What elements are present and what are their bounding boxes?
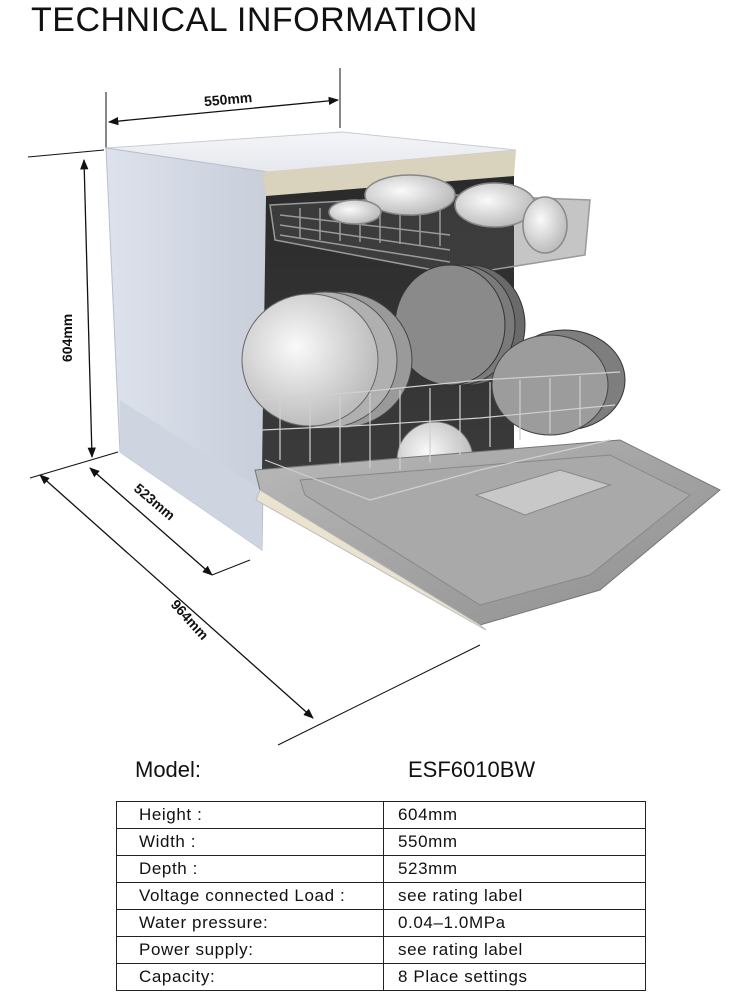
spec-key: Voltage connected Load : (116, 882, 384, 910)
spec-value: 0.04–1.0MPa (383, 909, 646, 937)
width-dimension: 550mm (105, 68, 341, 150)
spec-key: Power supply: (116, 936, 384, 964)
table-row: Power supply: see rating label (116, 936, 646, 964)
depth-open-dimension-label: 964mm (168, 596, 212, 643)
table-row: Voltage connected Load : see rating labe… (116, 882, 646, 910)
model-label: Model: (135, 757, 202, 782)
height-dimension-label: 604mm (59, 314, 75, 362)
spec-key: Depth : (116, 855, 384, 883)
table-row: Water pressure: 0.04–1.0MPa (116, 909, 646, 937)
model-row: Model: ESF6010BW (0, 757, 750, 787)
upper-rack (269, 174, 591, 276)
lower-rack (259, 371, 621, 501)
height-dimension: 604mm (27, 149, 119, 479)
dishwasher-illustration: 550mm 604mm 523mm 964mm (27, 68, 721, 746)
specs-table: Height : 604mm Width : 550mm Depth : 523… (116, 801, 646, 991)
spec-value: see rating label (383, 936, 646, 964)
table-row: Capacity: 8 Place settings (116, 963, 646, 991)
spec-key: Width : (116, 828, 384, 856)
spec-key: Height : (116, 801, 384, 829)
spec-value: 8 Place settings (383, 963, 646, 991)
spec-value: 550mm (383, 828, 646, 856)
spec-value: 604mm (383, 801, 646, 829)
table-row: Depth : 523mm (116, 855, 646, 883)
spec-key: Water pressure: (116, 909, 384, 937)
table-row: Width : 550mm (116, 828, 646, 856)
page-title: TECHNICAL INFORMATION (31, 1, 478, 39)
width-dimension-label: 550mm (203, 89, 252, 109)
spec-value: see rating label (383, 882, 646, 910)
spec-key: Capacity: (116, 963, 384, 991)
spec-value: 523mm (383, 855, 646, 883)
table-row: Height : 604mm (116, 801, 646, 829)
model-value: ESF6010BW (408, 757, 536, 782)
